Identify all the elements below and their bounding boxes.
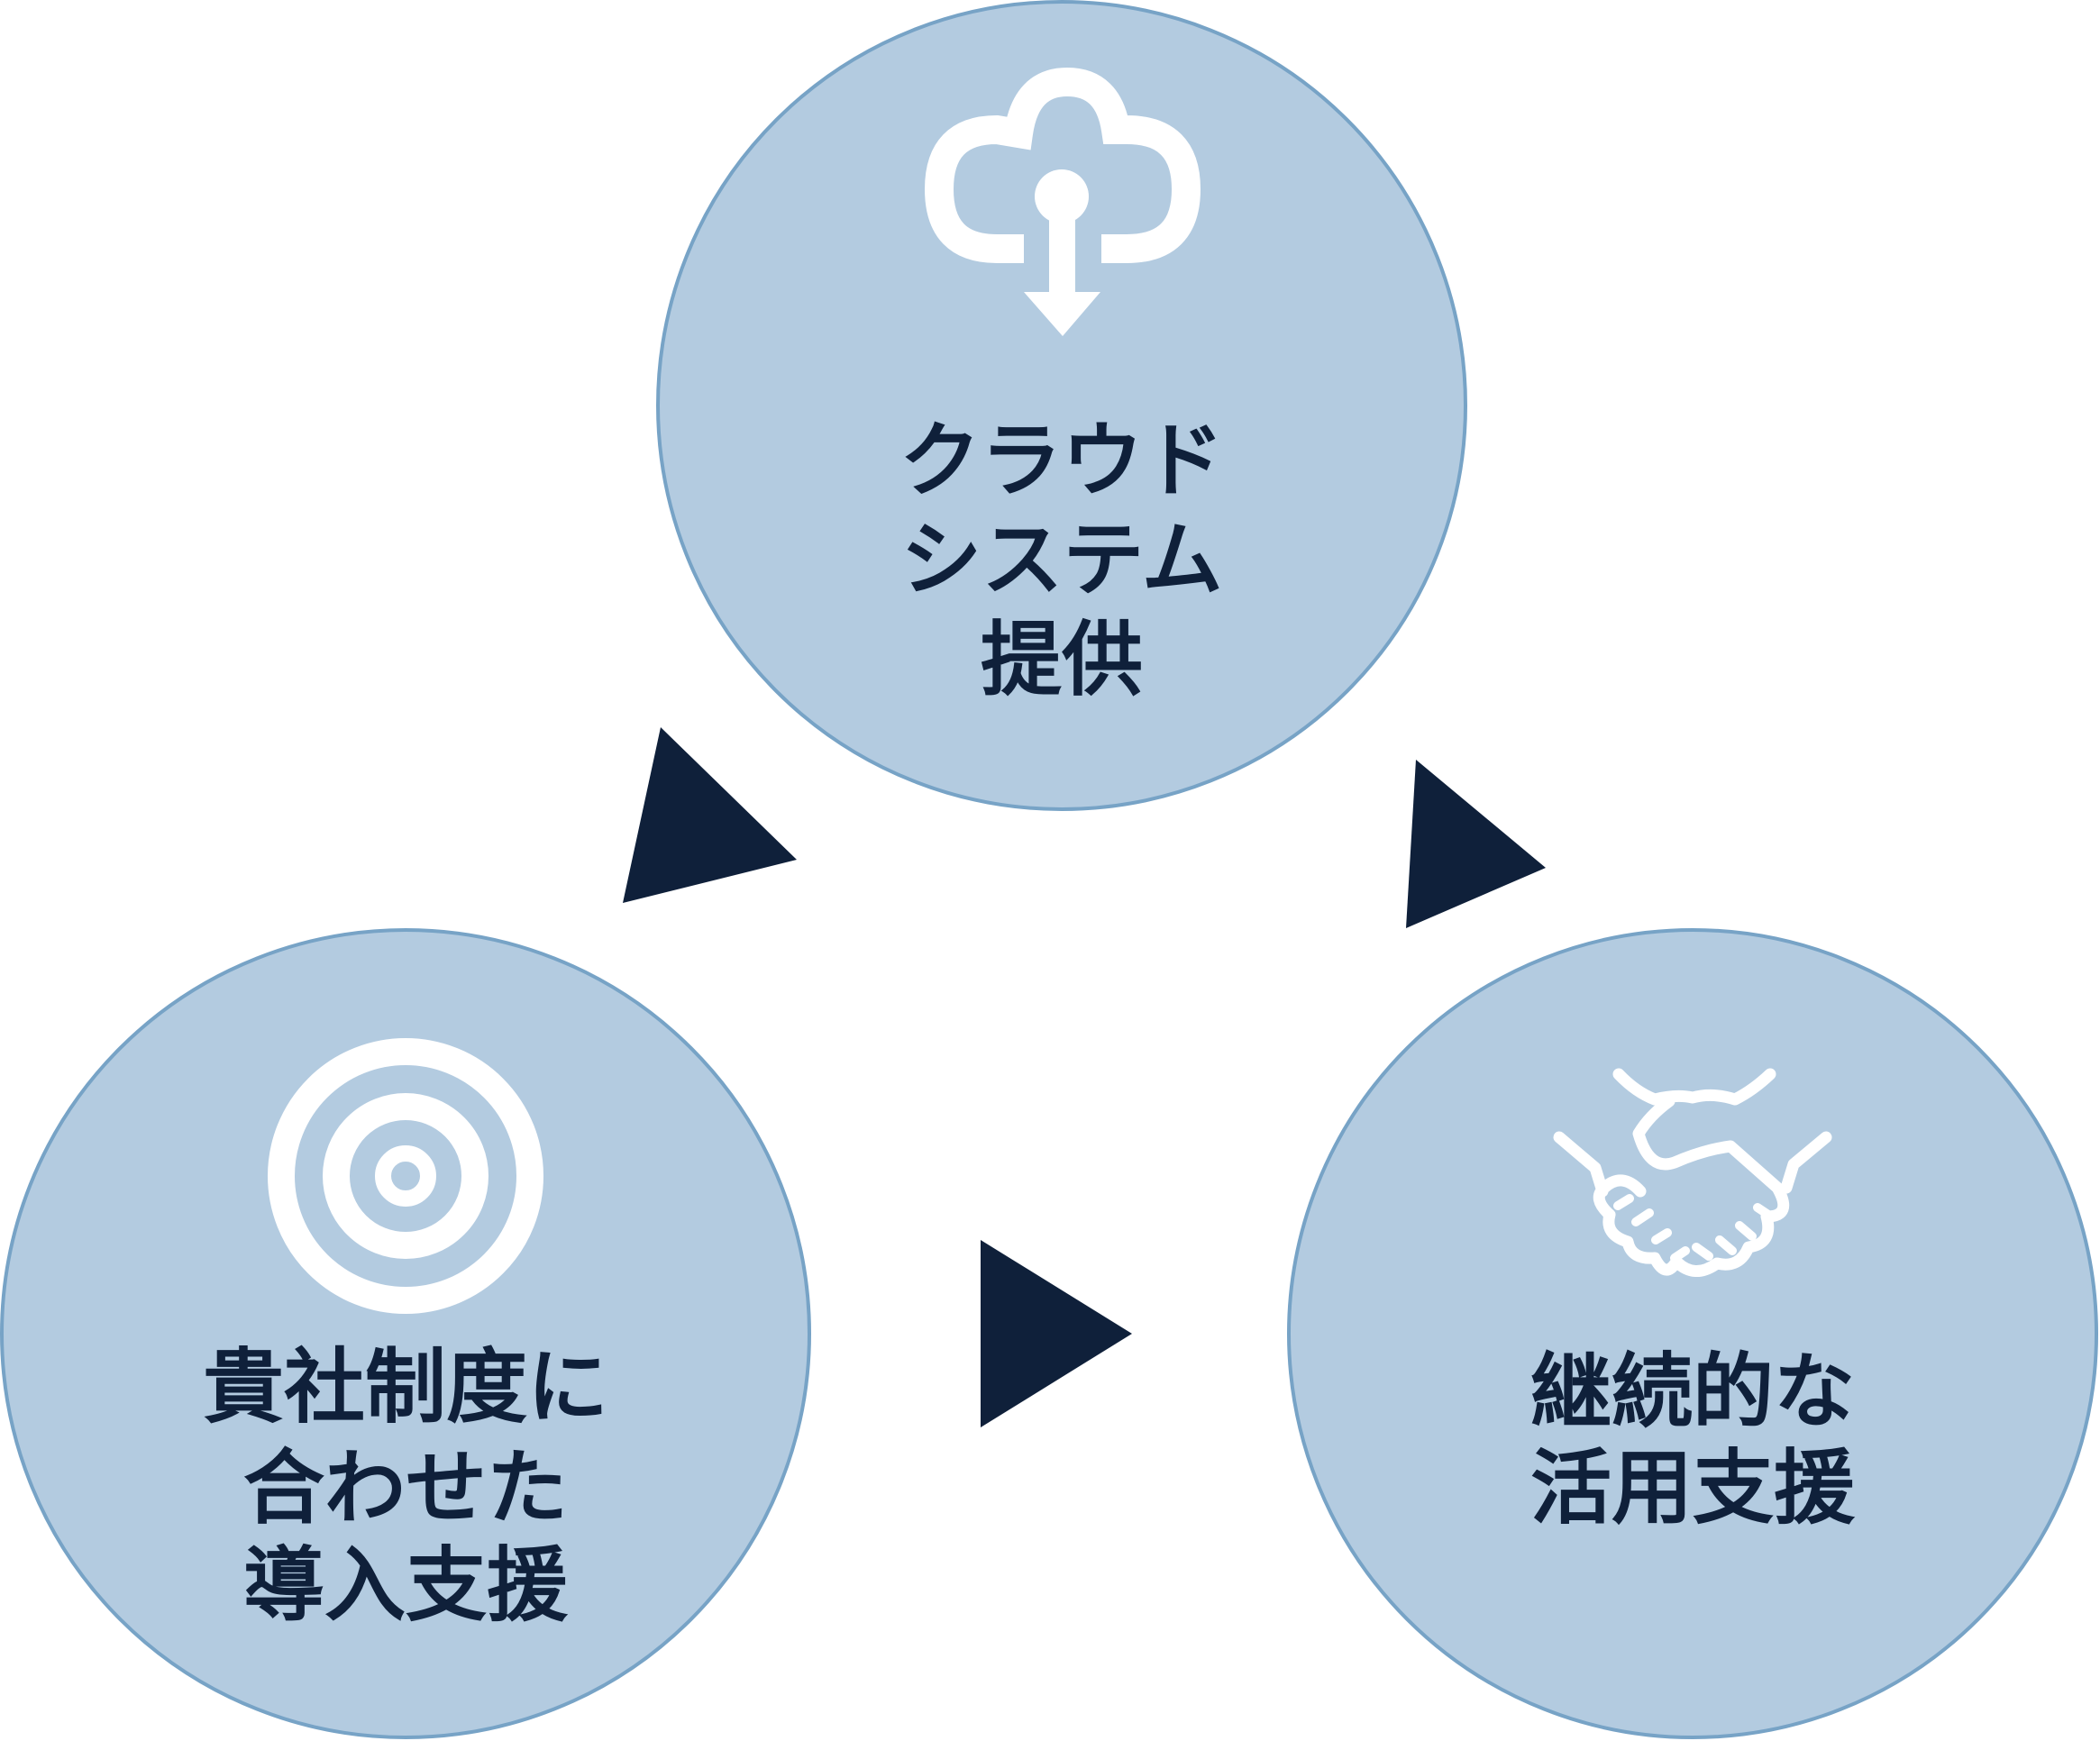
node-label-line: 継続的な [1530, 1344, 1855, 1439]
handshake-icon [1553, 1068, 1832, 1277]
arrow-left-to-top [623, 727, 797, 903]
cloud-download-icon [924, 67, 1201, 336]
node-label-line: 合わせた [243, 1441, 568, 1536]
icon-dot [1035, 169, 1089, 223]
node-label-line: 活用支援 [1530, 1441, 1856, 1536]
node-circle [656, 0, 1467, 811]
node-circle [0, 928, 811, 1739]
node-label-line: 貴社制度に [203, 1340, 608, 1435]
node-implementation-support: 貴社制度に 合わせた 導入支援 [0, 928, 811, 1739]
node-cloud-system: クラウド システム 提供 [656, 0, 1467, 811]
node-ongoing-support: 継続的な 活用支援 [1287, 928, 2098, 1739]
node-circle [1287, 928, 2098, 1739]
node-label-line: システム [900, 513, 1222, 607]
arrow-top-to-right [1406, 760, 1546, 928]
node-label-line: 提供 [981, 613, 1143, 707]
node-label-line: 導入支援 [243, 1538, 569, 1633]
node-label-line: クラウド [899, 414, 1224, 508]
arrow-bottom-center [981, 1240, 1132, 1427]
target-icon [268, 1038, 543, 1314]
